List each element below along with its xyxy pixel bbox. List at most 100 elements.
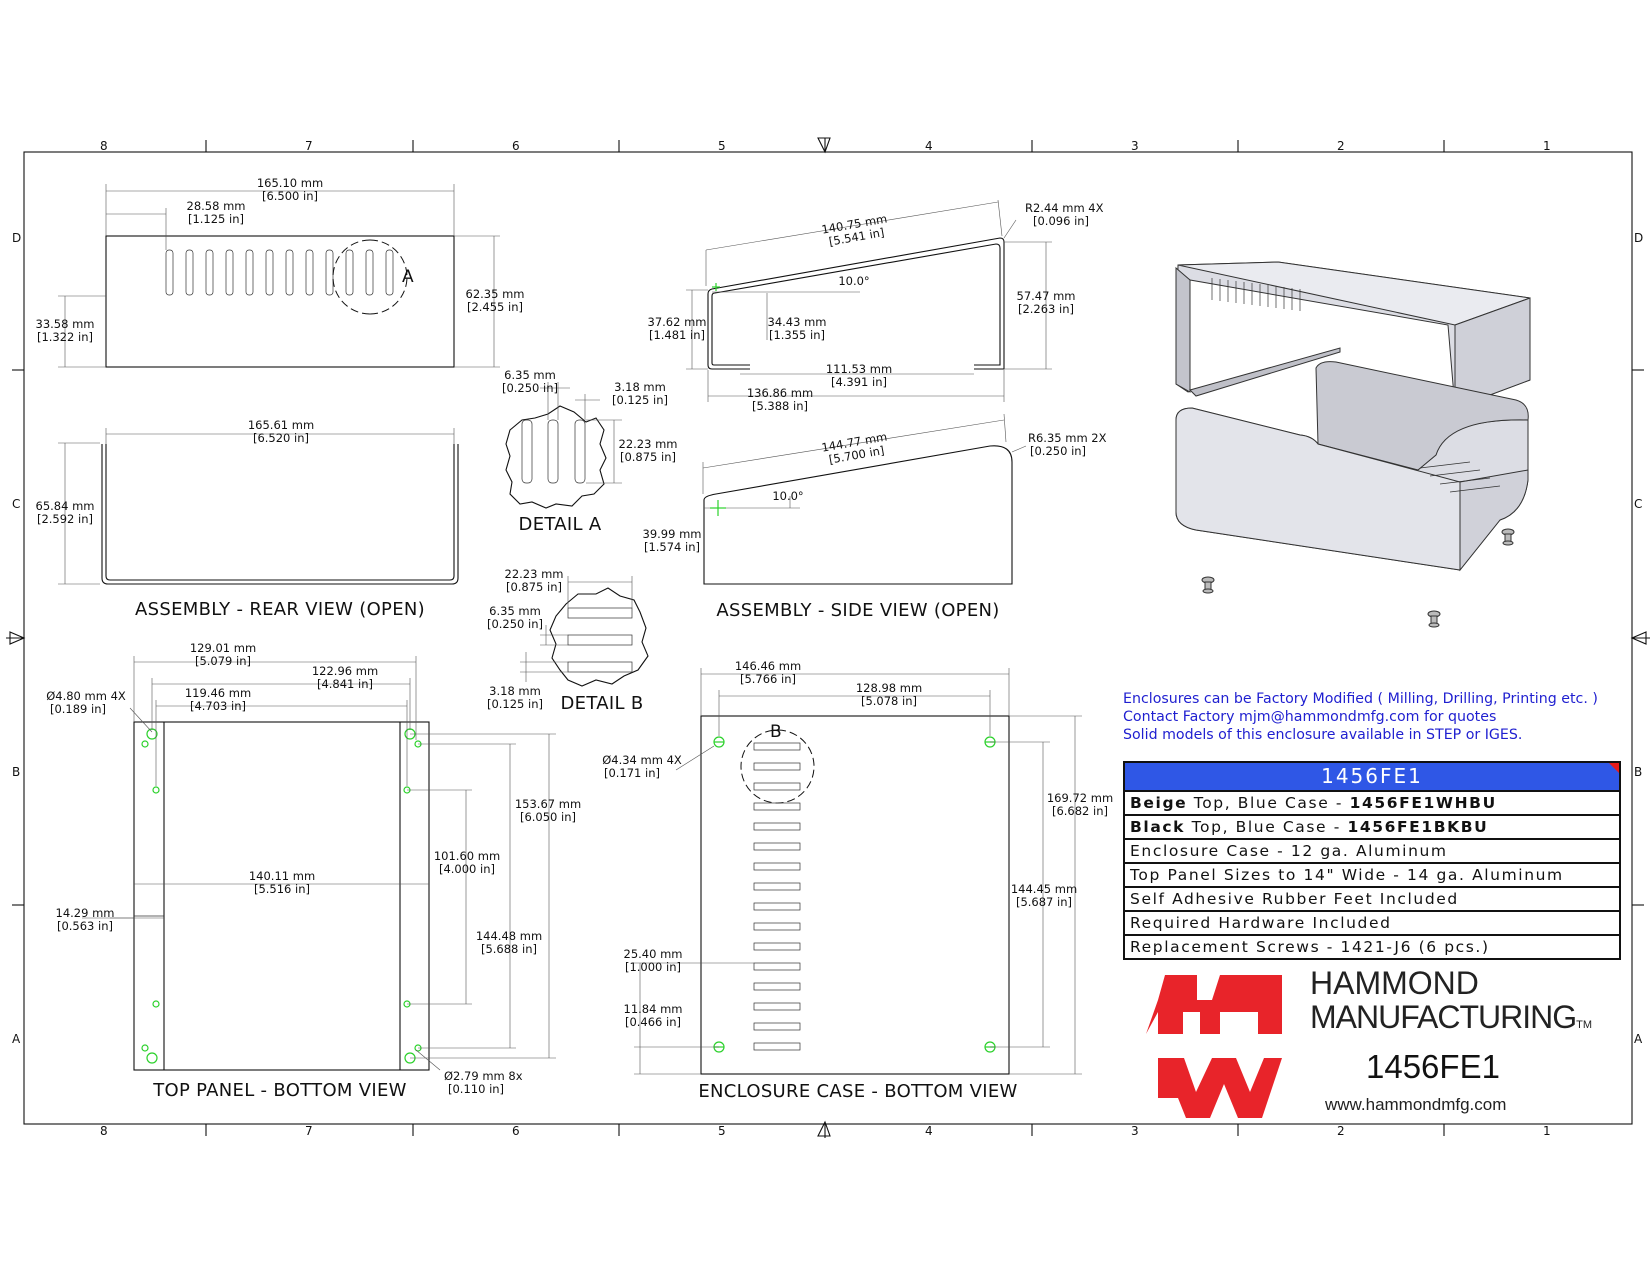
- side-dim-rear: 57.47 mm[2.263 in]: [1017, 289, 1076, 316]
- detail-a-circle: [369, 239, 408, 315]
- top-panel-dim-2: 122.96 mm[4.841 in]: [312, 664, 378, 691]
- side-dim-top-2: 144.77 mm[5.700 in]: [820, 429, 890, 467]
- detail-a: 6.35 mm[0.250 in] 3.18 mm[0.125 in] 22.2…: [502, 368, 678, 535]
- detail-a-dim-2: 3.18 mm[0.125 in]: [612, 380, 668, 407]
- side-cover-outline: [707, 237, 1005, 370]
- detail-b-dim-2: 6.35 mm[0.250 in]: [487, 604, 543, 631]
- side-view: 140.75 mm[5.541 in] R2.44 mm 4X[0.096 in…: [648, 199, 1104, 413]
- side-dim-radius: R2.44 mm 4X[0.096 in]: [1025, 201, 1104, 228]
- zone-col-6: 6: [512, 139, 520, 153]
- rear-open-dim-height: 65.84 mm[2.592 in]: [36, 499, 95, 526]
- spec-row-beige: Beige Top, Blue Case - 1456FE1WHBU: [1125, 792, 1619, 816]
- zone-col-3: 3: [1131, 139, 1139, 153]
- spec-row-screws: Replacement Screws - 1421-J6 (6 pcs.): [1130, 938, 1490, 956]
- detail-a-circle-l: [332, 239, 371, 315]
- side-dim-inner: 34.43 mm[1.355 in]: [768, 315, 827, 342]
- detail-a-callout: A: [402, 267, 414, 287]
- zone-col-8: 8: [100, 139, 108, 153]
- website-link[interactable]: www.hammondmfg.com: [1325, 1095, 1507, 1114]
- rear-dim-slot: 28.58 mm[1.125 in]: [187, 199, 246, 226]
- rear-open-outline: [101, 444, 459, 585]
- zone-ticks: [6, 137, 1650, 1138]
- rear-view: A 165.10 mm[6.500 in] 28.58 mm[1.125 in]…: [36, 176, 524, 368]
- top-panel-dim-h3: 144.48 mm[5.688 in]: [476, 929, 542, 956]
- zone-col-1b: 1: [1543, 1124, 1551, 1138]
- rear-dim-low: 33.58 mm[1.322 in]: [36, 317, 95, 344]
- case-dim-1: 146.46 mm[5.766 in]: [735, 659, 801, 686]
- zone-col-5b: 5: [718, 1124, 726, 1138]
- detail-a-title: DETAIL A: [519, 514, 602, 535]
- top-panel-dim-edge: 14.29 mm[0.563 in]: [56, 906, 115, 933]
- spec-row-black: Black Top, Blue Case - 1456FE1BKBU: [1125, 816, 1619, 840]
- zone-row-c: C: [12, 497, 20, 511]
- side-angle-2: 10.0°: [772, 489, 803, 503]
- detail-a-dim-3: 22.23 mm[0.875 in]: [619, 437, 678, 464]
- case-holes: [713, 736, 996, 1053]
- case-dim-2: 128.98 mm[5.078 in]: [856, 681, 922, 708]
- brand-name-line1: HAMMOND: [1310, 965, 1479, 1001]
- top-panel-view: 129.01 mm[5.079 in] 122.96 mm[4.841 in] …: [46, 641, 581, 1101]
- zone-row-a: A: [12, 1032, 21, 1046]
- side-dim-flange: 111.53 mm[4.391 in]: [826, 362, 892, 389]
- iso-screws: [1201, 528, 1515, 628]
- zone-col-8b: 8: [100, 1124, 108, 1138]
- spec-table: 1456FE1 Beige Top, Blue Case - 1456FE1WH…: [1123, 761, 1621, 960]
- trademark: TM: [1576, 1019, 1592, 1031]
- detail-b-outline: [549, 587, 649, 687]
- spec-row-feet: Self Adhesive Rubber Feet Included: [1125, 888, 1619, 912]
- zone-col-4b: 4: [925, 1124, 933, 1138]
- spec-table-header: 1456FE1: [1125, 763, 1619, 792]
- zone-row-d-r: D: [1634, 231, 1643, 245]
- top-panel-dim-h2: 101.60 mm[4.000 in]: [434, 849, 500, 876]
- zone-col-4: 4: [925, 139, 933, 153]
- side-open-marker: [710, 500, 726, 516]
- side-dim-top: 140.75 mm[5.541 in]: [820, 211, 890, 249]
- detail-a-dim-1: 6.35 mm[0.250 in]: [502, 368, 558, 395]
- case-dim-s2: 11.84 mm[0.466 in]: [624, 1002, 683, 1029]
- note-contact: Contact Factory mjm@hammondmfg.com for q…: [1123, 709, 1497, 726]
- zone-col-2: 2: [1337, 139, 1345, 153]
- rear-vent-slots: [165, 249, 394, 296]
- zone-col-7b: 7: [305, 1124, 313, 1138]
- factory-notes: Enclosures can be Factory Modified ( Mil…: [1123, 690, 1598, 745]
- rear-dim-width: 165.10 mm[6.500 in]: [257, 176, 323, 203]
- side-case-outline: [703, 445, 1013, 585]
- zone-row-b: B: [12, 765, 20, 779]
- case-bottom-view: B 146.46 mm[5.766 i: [602, 659, 1113, 1102]
- side-dim-front-2: 39.99 mm[1.574 in]: [643, 527, 702, 554]
- top-panel-dim-3: 119.46 mm[4.703 in]: [185, 686, 251, 713]
- detail-b-callout: B: [770, 722, 782, 742]
- detail-b: 22.23 mm[0.875 in] 6.35 mm[0.250 in] 3.1…: [487, 567, 649, 714]
- zone-col-3b: 3: [1131, 1124, 1139, 1138]
- top-panel-outline: [133, 721, 430, 1071]
- top-panel-dim-hole2: Ø2.79 mm 8x[0.110 in]: [444, 1069, 523, 1096]
- top-panel-dim-h1: 153.67 mm[6.050 in]: [515, 797, 581, 824]
- top-panel-dim-hole: Ø4.80 mm 4X[0.189 in]: [46, 689, 126, 716]
- spec-row-hardware: Required Hardware Included: [1125, 912, 1619, 936]
- zone-col-2b: 2: [1337, 1124, 1345, 1138]
- brand-name-line2: MANUFACTURINGTM: [1310, 999, 1592, 1035]
- case-dim-s1: 25.40 mm[1.000 in]: [624, 947, 683, 974]
- zone-labels: 8 7 6 5 4 3 2 1 8 7 6 5 4 3 2 1 D C B A …: [12, 139, 1643, 1138]
- case-vent-slots: [753, 742, 801, 1051]
- detail-a-outline: [505, 405, 607, 509]
- case-dim-h2: 144.45 mm[5.687 in]: [1011, 882, 1077, 909]
- top-panel-title: TOP PANEL - BOTTOM VIEW: [152, 1080, 407, 1101]
- case-bottom-outline: [700, 715, 1010, 1075]
- side-angle-1: 10.0°: [838, 274, 869, 288]
- zone-row-b-r: B: [1634, 765, 1642, 779]
- zone-row-d: D: [12, 231, 21, 245]
- case-dim-h1: 169.72 mm[6.682 in]: [1047, 791, 1113, 818]
- side-marker: [712, 283, 720, 291]
- side-dim-radius-2: R6.35 mm 2X[0.250 in]: [1028, 431, 1107, 458]
- zone-col-6b: 6: [512, 1124, 520, 1138]
- zone-col-7: 7: [305, 139, 313, 153]
- case-bottom-title: ENCLOSURE CASE - BOTTOM VIEW: [698, 1081, 1017, 1102]
- top-panel-dim-1: 129.01 mm[5.079 in]: [190, 641, 256, 668]
- case-dim-hole: Ø4.34 mm 4X[0.171 in]: [602, 753, 682, 780]
- corner-marker: [1609, 763, 1619, 773]
- side-open-view: 144.77 mm[5.700 in] R6.35 mm 2X[0.250 in…: [643, 413, 1107, 621]
- rear-outline: [105, 235, 455, 368]
- detail-b-dim-3: 3.18 mm[0.125 in]: [487, 684, 543, 711]
- part-number: 1456FE1: [1366, 1048, 1500, 1085]
